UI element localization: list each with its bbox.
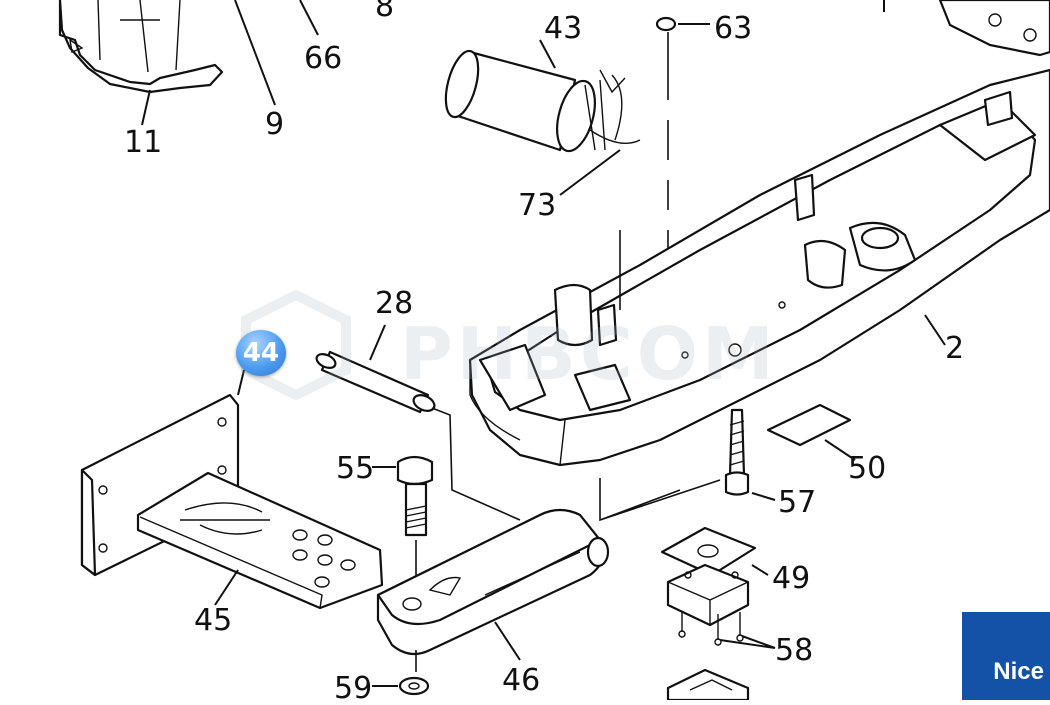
part-28-pin xyxy=(315,350,436,414)
callout-58: 58 xyxy=(775,633,813,668)
part-2-base-housing xyxy=(468,68,1050,467)
callout-2: 2 xyxy=(945,331,964,366)
part-58-screws xyxy=(678,612,744,646)
leader-66 xyxy=(299,0,319,36)
callout-9: 9 xyxy=(265,107,284,142)
leader-44 xyxy=(237,369,245,396)
callout-45: 45 xyxy=(194,603,232,638)
brand-name: Nice xyxy=(993,658,1044,685)
leader-11 xyxy=(141,89,151,126)
leader-49 xyxy=(751,564,769,576)
callout-59: 59 xyxy=(334,671,372,700)
part-59-washer xyxy=(398,676,430,696)
brand-logo: Nice xyxy=(962,612,1050,700)
callout-49: 49 xyxy=(772,561,810,596)
part-57-screw xyxy=(724,408,750,496)
leader-50 xyxy=(824,439,856,461)
part-top-right-cover xyxy=(938,0,1050,57)
callout-66: 66 xyxy=(304,41,342,76)
callout-11: 11 xyxy=(124,125,162,160)
callout-43: 43 xyxy=(544,11,582,46)
part-bottom-connector xyxy=(666,668,750,702)
assembly-axis-3 xyxy=(431,407,521,521)
part-44-bracket xyxy=(80,393,240,577)
callout-57: 57 xyxy=(778,485,816,520)
callout-63: 63 xyxy=(714,11,752,46)
callout-55: 55 xyxy=(336,451,374,486)
leader-45 xyxy=(214,569,239,606)
part-43-capacitor xyxy=(444,49,641,153)
callout-46: 46 xyxy=(502,663,540,698)
leader-9 xyxy=(234,0,276,106)
callout-8: 8 xyxy=(375,0,394,24)
part-45-plate xyxy=(136,471,384,610)
assembly-guide xyxy=(599,478,721,522)
leader-28 xyxy=(369,324,386,361)
watermark-text: PHBCOM xyxy=(400,312,778,396)
part-11-housing xyxy=(58,0,224,94)
part-63-washer xyxy=(655,16,677,32)
highlighted-part-badge[interactable]: 44 xyxy=(236,330,286,376)
leader-2 xyxy=(924,314,946,346)
part-49-connector xyxy=(660,526,757,627)
leader-58 xyxy=(719,635,776,649)
leader-57 xyxy=(751,492,776,501)
part-55-bolt xyxy=(396,455,434,537)
callout-73: 73 xyxy=(518,188,556,223)
callout-28: 28 xyxy=(375,286,413,321)
leader-43 xyxy=(539,39,556,69)
watermark-logo-icon xyxy=(241,290,351,400)
leader-73 xyxy=(559,149,621,196)
callout-50: 50 xyxy=(848,451,886,486)
leader-46 xyxy=(494,621,521,661)
part-50-label xyxy=(766,403,852,447)
part-46-arm xyxy=(376,508,610,656)
